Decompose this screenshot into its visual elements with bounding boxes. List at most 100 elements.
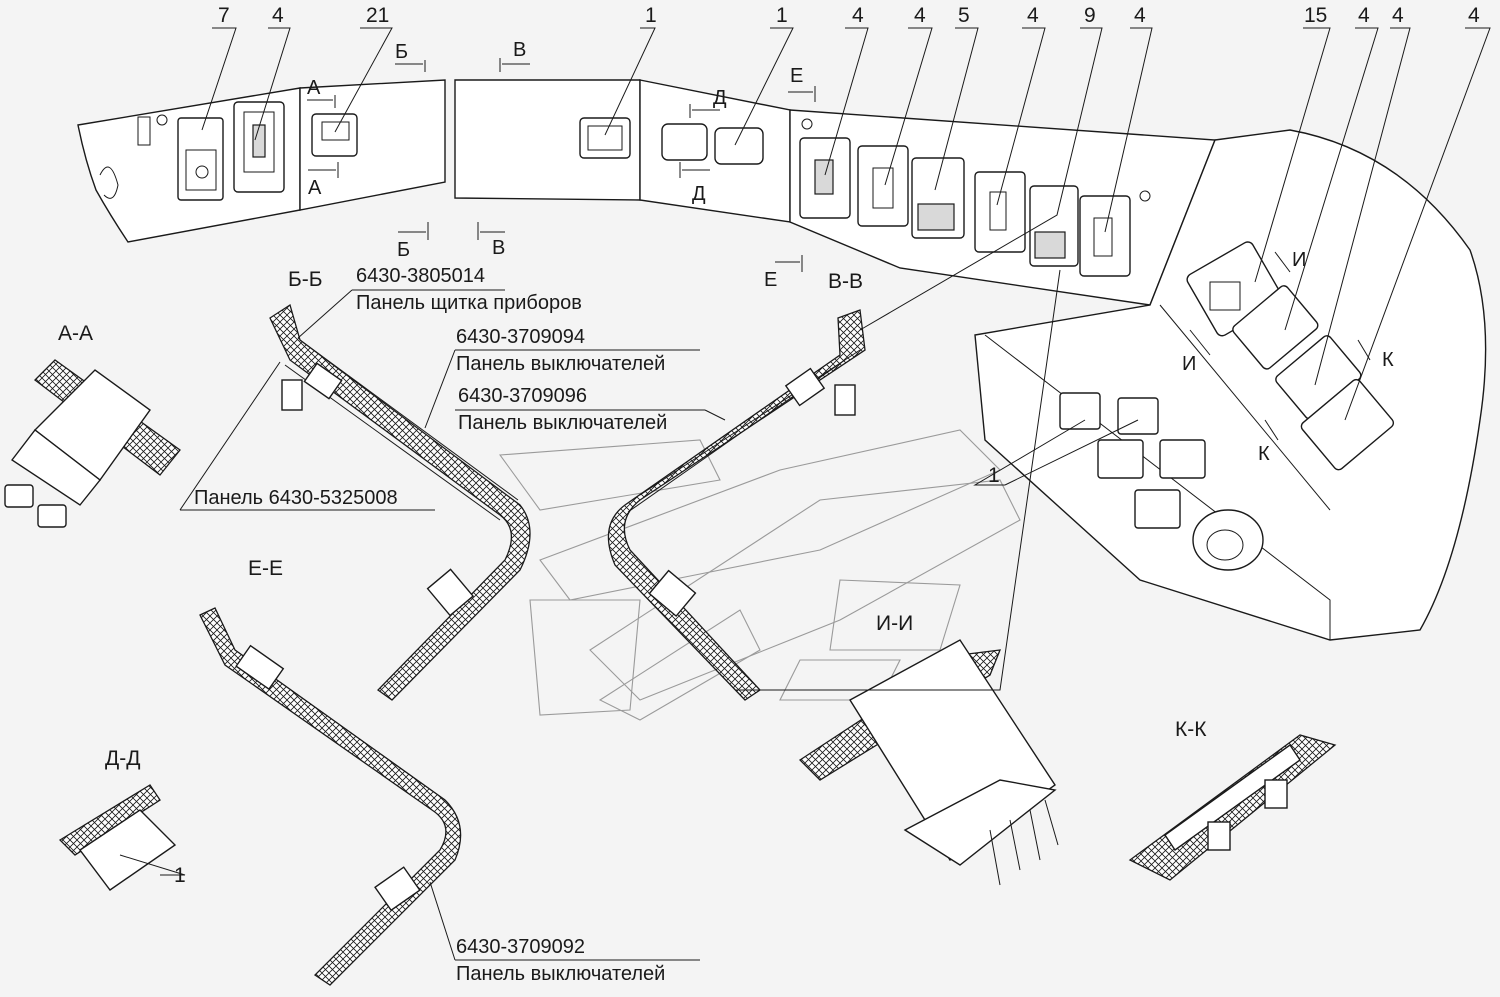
switch-4e xyxy=(1079,195,1131,277)
part-name: Панель щитка приборов xyxy=(356,292,582,314)
callout-4: 4 xyxy=(1027,4,1039,27)
sun-icon xyxy=(195,165,209,179)
callout-1: 1 xyxy=(645,4,657,27)
console-body xyxy=(974,129,1487,641)
section-ee xyxy=(199,607,462,986)
panel-marker xyxy=(137,116,151,146)
section-dd xyxy=(58,784,177,891)
switch-clip xyxy=(784,367,826,407)
dashboard-top-view xyxy=(77,79,1217,306)
switch-4d xyxy=(974,171,1026,253)
callout-4: 4 xyxy=(272,4,284,27)
cut-d-bottom: Д xyxy=(692,183,706,205)
switch-4a-key xyxy=(243,111,275,173)
connector-pin xyxy=(4,484,34,508)
cut-a-bottom: А xyxy=(308,177,322,199)
callout-4: 4 xyxy=(1358,4,1370,27)
section-titles: А-А Б-Б В-В Е-Е Д-Д И-И К-К xyxy=(58,268,1207,770)
switch-4f xyxy=(1232,285,1319,370)
section-dd-panel xyxy=(58,784,161,856)
part-name: Панель выключателей xyxy=(458,412,667,434)
screw-hole xyxy=(1139,190,1151,202)
cut-i-top: И xyxy=(1292,249,1306,271)
callout-numbers: 7 4 21 1 1 4 4 5 4 9 4 15 4 4 4 1 1 xyxy=(174,4,1480,887)
switch-4c-lens xyxy=(872,167,894,209)
switch-4e-lens xyxy=(1093,217,1113,257)
section-title-kk: К-К xyxy=(1175,718,1207,741)
ignition-switch xyxy=(1192,509,1264,571)
battery-icon xyxy=(321,121,350,141)
cut-e-bottom: Е xyxy=(764,269,777,291)
connector-pin xyxy=(1207,821,1231,851)
callout-21: 21 xyxy=(366,4,389,27)
fog-light-icon xyxy=(917,203,955,231)
screw-hole xyxy=(801,118,813,130)
switch-body xyxy=(281,379,303,411)
section-title-aa: А-А xyxy=(58,322,93,345)
callout-1: 1 xyxy=(174,864,186,887)
section-title-bb: Б-Б xyxy=(288,268,323,291)
part-name: Панель выключателей xyxy=(456,353,665,375)
cut-i-bottom: И xyxy=(1182,353,1196,375)
console-fold xyxy=(1159,304,1331,511)
switch-aa-base xyxy=(10,429,101,506)
cut-b-top: Б xyxy=(395,41,408,63)
panel-segment-center-left xyxy=(299,79,446,211)
switch-1b xyxy=(714,127,764,165)
button-1c xyxy=(1059,392,1101,430)
callout-7: 7 xyxy=(218,4,230,27)
switch-4d-lens xyxy=(989,191,1007,231)
cut-v-top: В xyxy=(513,39,526,61)
callout-4: 4 xyxy=(1392,4,1404,27)
part-code: 6430-3709092 xyxy=(456,936,585,958)
switch-clip xyxy=(303,362,343,400)
cut-e-top: Е xyxy=(790,65,803,87)
callout-9: 9 xyxy=(1084,4,1096,27)
button-blank-3 xyxy=(1134,489,1181,529)
part-code: 6430-3709096 xyxy=(458,385,587,407)
switch-4a-lens xyxy=(252,124,266,158)
switch-ii-base xyxy=(903,779,1057,866)
section-ii xyxy=(798,639,1059,886)
switch-7 xyxy=(177,117,224,201)
leader-lines xyxy=(119,27,1491,961)
switch-9-key xyxy=(1034,231,1066,259)
cut-b-bottom: Б xyxy=(397,239,410,261)
switch-1b-left xyxy=(661,123,708,161)
cut-v-bottom: В xyxy=(492,237,505,259)
callout-1: 1 xyxy=(988,464,1000,487)
section-dd-switch xyxy=(78,809,177,891)
switch-4b-lens xyxy=(814,159,834,195)
switch-21 xyxy=(311,113,358,157)
cut-a-top: А xyxy=(307,77,321,99)
part-code: 6430-3709094 xyxy=(456,326,585,348)
callout-5: 5 xyxy=(958,4,970,27)
switch-1a xyxy=(579,117,631,159)
cut-k-top: К xyxy=(1382,349,1394,371)
switch-clip xyxy=(374,866,421,912)
cut-labels: А А Б Б В В Д Д Е Е И И К К xyxy=(307,39,1394,465)
cut-d-top: Д xyxy=(713,87,727,109)
callout-1: 1 xyxy=(776,4,788,27)
switch-clip xyxy=(426,568,475,617)
switch-body xyxy=(834,384,856,416)
section-title-ee: Е-Е xyxy=(248,557,283,580)
connector-pin xyxy=(37,504,67,528)
callout-4: 4 xyxy=(852,4,864,27)
section-aa xyxy=(4,359,181,528)
right-console xyxy=(974,129,1487,641)
callout-4: 4 xyxy=(1468,4,1480,27)
switch-1a-key xyxy=(587,125,623,151)
switch-4h xyxy=(1300,378,1395,471)
part-name: Панель выключателей xyxy=(456,963,665,985)
section-bb xyxy=(269,303,531,701)
cut-arrows xyxy=(307,58,1371,441)
panel-cutout xyxy=(99,166,119,199)
section-vv xyxy=(607,309,866,701)
screw-hole xyxy=(156,114,168,126)
section-title-vv: В-В xyxy=(828,270,863,293)
section-title-dd: Д-Д xyxy=(105,747,140,770)
switch-clip xyxy=(235,644,285,691)
